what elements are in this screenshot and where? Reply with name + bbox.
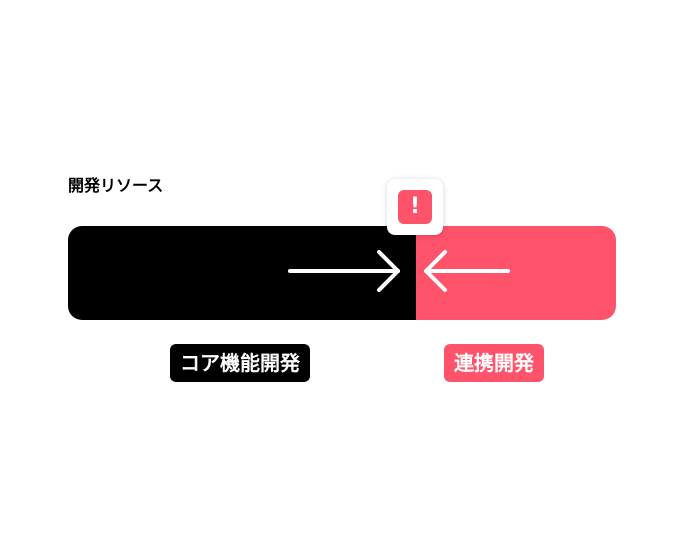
integration-development-label: 連携開発 [444, 344, 544, 382]
core-development-label: コア機能開発 [170, 344, 310, 382]
integration-segment [415, 226, 616, 320]
resource-title: 開発リソース [68, 176, 164, 195]
exclamation-icon: ! [398, 190, 432, 224]
resource-bar [68, 226, 616, 320]
alert-badge: ! [387, 179, 443, 235]
core-segment [68, 226, 416, 320]
